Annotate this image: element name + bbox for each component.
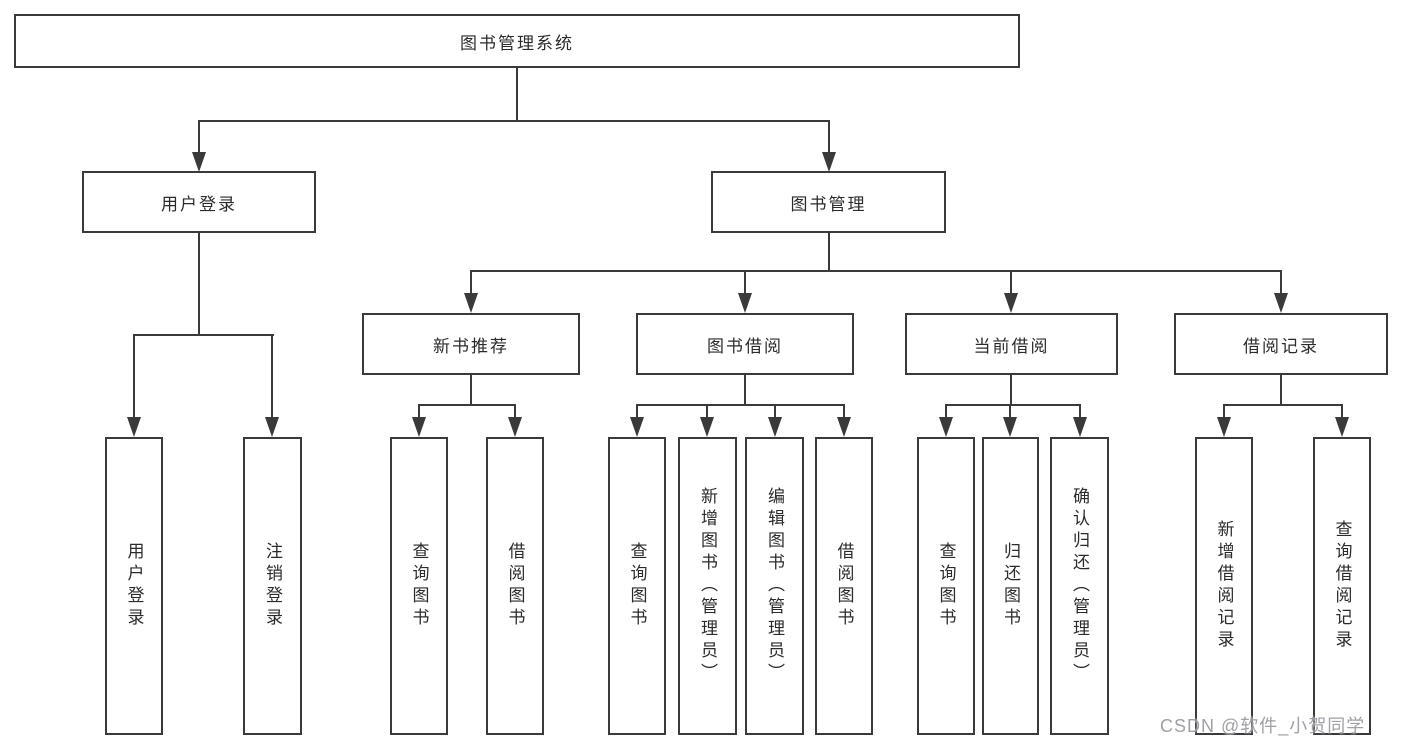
connector-line — [843, 404, 845, 422]
leaf-query-borrow-record: 查询借阅记录 — [1313, 437, 1371, 735]
leaf-logout: 注销登录 — [243, 437, 302, 735]
arrow-down-icon — [1274, 293, 1288, 313]
leaf-query-books-recommend: 查询图书 — [390, 437, 448, 735]
connector-line — [514, 404, 516, 422]
connector-line — [470, 375, 472, 406]
connector-line — [1280, 375, 1282, 406]
leaf-return-books: 归还图书 — [982, 437, 1039, 735]
node-borrow-records: 借阅记录 — [1174, 313, 1388, 375]
arrow-down-icon — [1073, 417, 1087, 437]
connector-line — [470, 270, 1282, 272]
connector-line — [1079, 404, 1081, 422]
connector-line — [744, 270, 746, 296]
node-library-system: 图书管理系统 — [14, 14, 1020, 68]
leaf-query-books-borrow: 查询图书 — [608, 437, 666, 735]
connector-line — [828, 233, 830, 272]
arrow-down-icon — [412, 417, 426, 437]
leaf-confirm-return-admin: 确认归还（管理员） — [1050, 437, 1109, 735]
connector-line — [198, 120, 830, 122]
connector-line — [198, 233, 200, 336]
arrow-down-icon — [939, 417, 953, 437]
connector-line — [945, 404, 947, 422]
connector-line — [706, 404, 708, 422]
arrow-down-icon — [837, 417, 851, 437]
connector-line — [418, 404, 516, 406]
node-current-borrow: 当前借阅 — [905, 313, 1118, 375]
connector-line — [744, 375, 746, 406]
leaf-add-books-admin: 新增图书（管理员） — [678, 437, 737, 735]
connector-line — [133, 334, 274, 336]
csdn-watermark: CSDN @软件_小贺同学 — [1160, 716, 1366, 736]
connector-line — [636, 404, 845, 406]
connector-line — [1010, 270, 1012, 296]
arrow-down-icon — [822, 152, 836, 172]
node-book-management: 图书管理 — [711, 171, 946, 233]
arrow-down-icon — [1217, 417, 1231, 437]
arrow-down-icon — [738, 293, 752, 313]
connector-line — [516, 68, 518, 122]
connector-line — [1280, 270, 1282, 296]
connector-line — [271, 334, 273, 420]
arrow-down-icon — [630, 417, 644, 437]
leaf-add-borrow-record: 新增借阅记录 — [1195, 437, 1253, 735]
leaf-edit-books-admin: 编辑图书（管理员） — [745, 437, 804, 735]
connector-line — [1010, 375, 1012, 406]
arrow-down-icon — [127, 417, 141, 437]
connector-line — [1341, 404, 1343, 422]
leaf-borrow-books-recommend: 借阅图书 — [486, 437, 544, 735]
connector-line — [1223, 404, 1343, 406]
node-new-book-recommend: 新书推荐 — [362, 313, 580, 375]
connector-line — [1223, 404, 1225, 422]
arrow-down-icon — [700, 417, 714, 437]
arrow-down-icon — [768, 417, 782, 437]
connector-line — [945, 404, 1081, 406]
arrow-down-icon — [464, 293, 478, 313]
arrow-down-icon — [1335, 417, 1349, 437]
connector-line — [470, 270, 472, 296]
arrow-down-icon — [508, 417, 522, 437]
leaf-borrow-books: 借阅图书 — [815, 437, 873, 735]
connector-line — [1009, 404, 1011, 422]
node-book-borrow: 图书借阅 — [636, 313, 854, 375]
connector-line — [418, 404, 420, 422]
arrow-down-icon — [192, 152, 206, 172]
connector-line — [774, 404, 776, 422]
node-user-login: 用户登录 — [82, 171, 316, 233]
leaf-query-books-current: 查询图书 — [917, 437, 975, 735]
connector-line — [198, 120, 200, 156]
arrow-down-icon — [1004, 293, 1018, 313]
arrow-down-icon — [1003, 417, 1017, 437]
leaf-user-login: 用户登录 — [105, 437, 163, 735]
connector-line — [828, 120, 830, 156]
arrow-down-icon — [265, 417, 279, 437]
connector-line — [133, 334, 135, 420]
connector-line — [636, 404, 638, 422]
